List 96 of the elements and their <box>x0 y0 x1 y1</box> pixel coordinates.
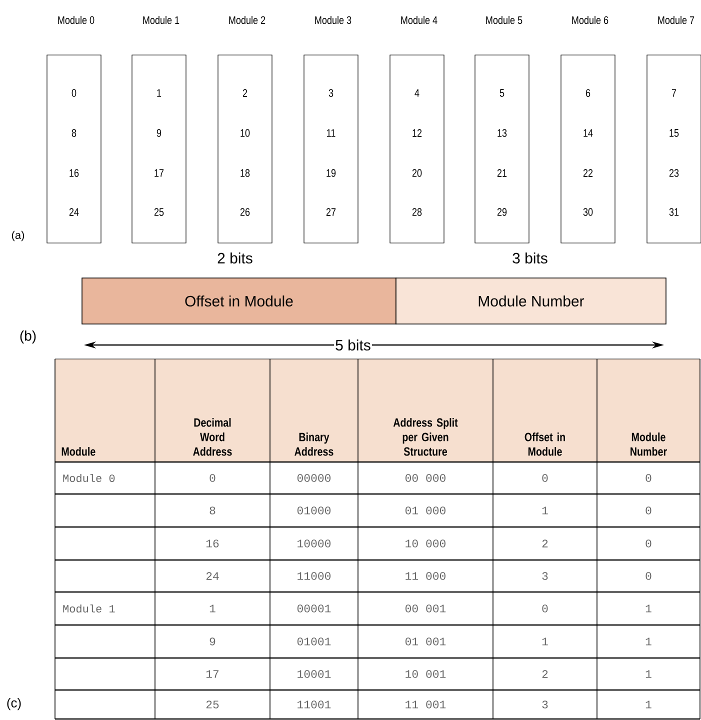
table-cell: 3 <box>542 700 548 708</box>
panel-label: (c) <box>7 698 21 710</box>
table-cell: 0 <box>646 474 652 482</box>
module-label: Module 0 <box>58 16 94 24</box>
word-address: 18 <box>240 169 250 177</box>
table-cell: 1 <box>542 506 548 514</box>
table-cell: 00 001 <box>405 604 446 612</box>
module-label: Module 3 <box>315 16 352 24</box>
word-address: 15 <box>670 129 679 137</box>
word-address: 16 <box>70 169 79 177</box>
word-address: 0 <box>72 89 76 97</box>
word-address: 31 <box>669 208 679 216</box>
table-cell: 0 <box>646 506 652 514</box>
word-address: 29 <box>497 208 507 216</box>
word-address: 1 <box>157 89 162 97</box>
word-address: 6 <box>586 89 590 97</box>
module-label: Module 7 <box>658 16 694 24</box>
word-address: 2 <box>242 89 248 97</box>
table-cell: 00 000 <box>405 474 446 482</box>
word-address: 13 <box>498 129 507 137</box>
word-address: 10 <box>240 129 250 137</box>
word-address: 21 <box>497 169 507 177</box>
word-address: 4 <box>414 89 420 97</box>
dimension-label: 5 bits <box>334 340 372 351</box>
word-address: 9 <box>156 129 162 137</box>
word-address: 11 <box>327 129 336 137</box>
table-cell: 25 <box>206 700 219 708</box>
module-label: Module 1 <box>143 16 180 24</box>
table-cell: 1 <box>646 604 652 612</box>
bit-count: 2 bits <box>218 252 252 264</box>
word-address: 28 <box>412 208 422 216</box>
module-label: Module 6 <box>572 16 608 24</box>
table-cell: 9 <box>210 638 216 646</box>
word-address: 3 <box>328 89 334 97</box>
word-address: 30 <box>583 208 593 216</box>
table-cell: 01 001 <box>405 638 446 646</box>
table-cell: 0 <box>646 540 652 548</box>
word-address: 17 <box>154 169 164 177</box>
table-cell: 0 <box>646 572 652 580</box>
header-cell: Binary Address <box>270 359 358 462</box>
word-address: 8 <box>72 129 76 137</box>
word-address: 24 <box>69 208 79 216</box>
table-cell: 1 <box>646 638 652 646</box>
table-cell: 1 <box>646 700 652 708</box>
table-cell: 01 000 <box>405 506 446 514</box>
table-cell: 3 <box>542 572 548 580</box>
table-cell: 2 <box>542 540 548 548</box>
table-cell: 10000 <box>298 540 331 548</box>
table-cell: 0 <box>542 604 548 612</box>
word-address: 19 <box>326 169 336 177</box>
header-cell: Address Split per Given Structure <box>358 359 493 462</box>
word-address: 20 <box>412 169 422 177</box>
table-cell: 16 <box>206 540 219 548</box>
address-field: Offset in Module <box>82 278 396 324</box>
table-cell: 11001 <box>298 700 331 708</box>
word-address: 23 <box>669 169 679 177</box>
bit-count: 3 bits <box>512 252 548 264</box>
word-address: 12 <box>412 129 422 137</box>
table-cell: 1 <box>542 638 548 646</box>
word-address: 5 <box>500 89 504 97</box>
table-cell: 1 <box>646 670 652 678</box>
header-cell: Offset in Module <box>493 359 597 462</box>
word-address: 14 <box>584 129 593 137</box>
panel-label: (b) <box>20 330 36 344</box>
table-cell: Module 1 <box>63 604 115 613</box>
table-cell: 00000 <box>297 474 331 482</box>
table-cell: 10 001 <box>406 670 446 678</box>
address-field: Module Number <box>396 278 666 324</box>
table-cell: 11000 <box>298 572 331 580</box>
word-address: 27 <box>326 208 336 216</box>
table-cell: 8 <box>210 506 216 514</box>
table-cell: 11 000 <box>406 572 446 580</box>
table-cell: Module 0 <box>63 474 115 482</box>
table-cell: 10001 <box>298 670 331 678</box>
header-cell: Decimal Word Address <box>155 359 270 462</box>
module-label: Module 4 <box>401 16 438 24</box>
module-label: Module 5 <box>486 16 522 24</box>
word-address: 7 <box>672 89 676 97</box>
table-cell: 24 <box>206 572 219 580</box>
table-cell: 0 <box>542 474 548 482</box>
table-cell: 10 000 <box>406 540 446 548</box>
word-address: 22 <box>583 169 593 177</box>
table-cell: 0 <box>210 474 216 482</box>
table-cell: 17 <box>206 670 218 678</box>
header-cell: Module <box>55 359 155 462</box>
table-cell: 01001 <box>297 638 331 646</box>
table-cell: 11 001 <box>406 700 446 708</box>
table-cell: 00001 <box>297 604 331 612</box>
word-address: 26 <box>240 208 250 216</box>
table-cell: 1 <box>210 604 216 612</box>
module-label: Module 2 <box>229 16 266 24</box>
word-address: 25 <box>154 208 164 216</box>
table-cell: 2 <box>542 670 548 678</box>
table-cell: 01000 <box>297 506 331 514</box>
panel-label: (a) <box>12 230 24 242</box>
header-cell: Module Number <box>597 359 700 462</box>
